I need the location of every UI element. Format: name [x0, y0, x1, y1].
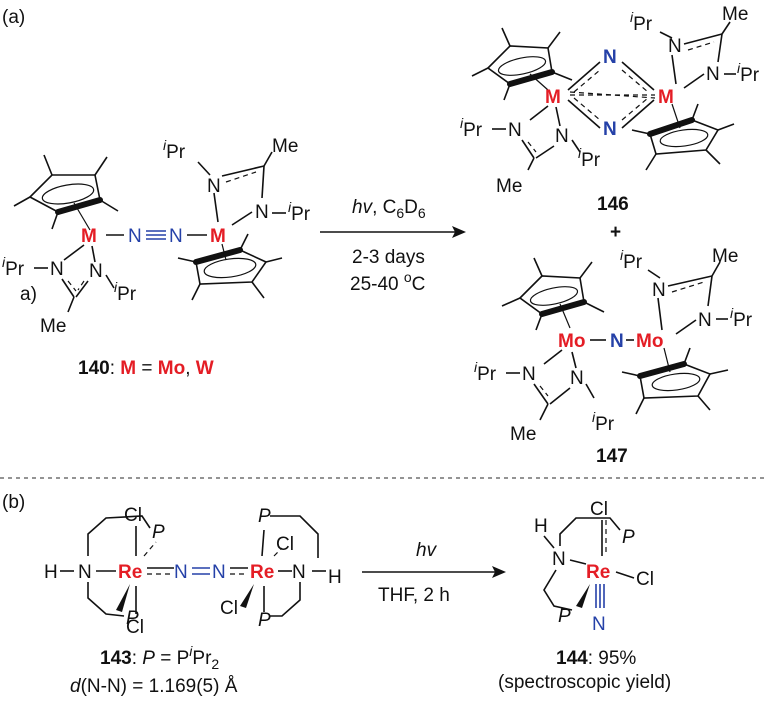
ipr-label: iPr [592, 409, 615, 435]
arrow-a-conditions-temp: 25-40 oC [350, 269, 425, 295]
amidinate-left: iPr N N Me iPr a) [2, 244, 137, 337]
dinitrogen-N2: N [212, 562, 226, 583]
amidinate-right: iPr N Me N iPr [163, 136, 311, 226]
metal-M-right: M [658, 87, 674, 108]
reactant-140: M N N M iPr N N Me iPr a) [2, 136, 311, 379]
chloride-top-right: Cl [276, 534, 294, 555]
phosphine-P: P [558, 606, 571, 627]
arrow-a-conditions-top: hv, C6D6 [352, 197, 426, 221]
arrow-a-conditions-time: 2-3 days [352, 247, 425, 268]
amidinate-N: N [706, 64, 720, 85]
chloride-top: Cl [590, 499, 608, 520]
metal-M-left: M [545, 87, 561, 108]
nitrogen-2: N [169, 226, 183, 247]
bridging-N-top: N [603, 47, 617, 68]
methyl-label: Me [272, 136, 298, 157]
rhenium-left: Re [118, 562, 142, 583]
amidinate-N: N [570, 368, 584, 389]
metal-Mo-right: Mo [636, 331, 663, 352]
ipr-label: iPr [114, 279, 137, 305]
methyl-label: Me [712, 246, 738, 267]
rhenium-right: Re [250, 562, 274, 583]
cp-star-ring-left [13, 154, 119, 231]
methyl-label: Me [496, 176, 522, 197]
amidinate-N: N [508, 120, 522, 141]
ipr-label: iPr [474, 359, 497, 385]
ipr-label: iPr [730, 305, 753, 331]
ipr-label: iPr [630, 9, 653, 35]
amidinate-N: N [522, 364, 536, 385]
ipr-label: iPr [578, 145, 601, 171]
rhenium-center: Re [586, 562, 610, 583]
chloride-bottom-left: Cl [126, 617, 144, 638]
nitride-N: N [592, 614, 606, 635]
phosphine-P: P [622, 527, 635, 548]
amidinate-N-right: N [89, 261, 103, 282]
arrow-b-conditions-bottom: THF, 2 h [378, 585, 450, 606]
reactant-143: Cl P H N Re P Cl N N Re P Cl N H P [44, 505, 342, 697]
ipr-label: iPr [460, 115, 483, 141]
nitrogen-1: N [128, 226, 142, 247]
amine-N: N [552, 549, 566, 570]
methyl-label: Me [40, 316, 66, 337]
bond-length-label: d(N-N) = 1.169(5) Å [70, 676, 238, 697]
amidinate-N: N [668, 36, 682, 57]
amidinate-N-top: N [207, 176, 221, 197]
caption-140: 140: M = Mo, W [78, 358, 214, 379]
amidinate-N: N [652, 280, 666, 301]
arrow-b-conditions-top: hv [416, 540, 438, 561]
chloride-right: Cl [636, 569, 654, 590]
reaction-arrow-a: hv, C6D6 2-3 days 25-40 oC [320, 197, 466, 295]
amine-H: H [534, 516, 548, 537]
chloride-top-left: Cl [124, 505, 142, 526]
yield-note: (spectroscopic yield) [498, 672, 671, 693]
amine-N: N [292, 562, 306, 583]
product-146: M M N N iPr N Me N iPr iPr N N [460, 4, 760, 215]
phosphine-P: P [152, 522, 165, 543]
bridging-N-bottom: N [603, 119, 617, 140]
ipr-label: iPr [163, 137, 186, 163]
reaction-arrow-b: hv THF, 2 h [362, 540, 506, 606]
phosphine-P: P [258, 610, 271, 631]
phosphine-P: P [258, 506, 271, 527]
methyl-label: Me [510, 424, 536, 445]
amidinate-N-left: N [50, 259, 64, 280]
metal-Mo-left: Mo [558, 331, 585, 352]
caption-143: 143: P = PiPr2 [100, 643, 219, 672]
panel-b-label: (b) [2, 492, 25, 513]
ipr-label: iPr [620, 247, 643, 273]
product-144: Cl P H N Re Cl P N 144: 95% (spectroscop… [498, 499, 671, 693]
dinitrogen-N1: N [174, 562, 188, 583]
ipr-label: iPr [2, 254, 25, 280]
plus-sign: + [610, 222, 621, 243]
metal-M-right: M [210, 226, 226, 247]
ipr-label: iPr [737, 60, 760, 86]
stray-label-a: a) [20, 284, 37, 305]
amine-H: H [328, 567, 342, 588]
compound-id-146: 146 [597, 194, 629, 215]
chloride-bottom-right: Cl [220, 598, 238, 619]
panel-a-label: (a) [2, 7, 25, 28]
amine-H: H [44, 562, 58, 583]
bridging-N: N [610, 331, 624, 352]
amidinate-N: N [698, 310, 712, 331]
compound-id-147: 147 [596, 446, 628, 467]
amine-N: N [78, 562, 92, 583]
methyl-label: Me [722, 4, 748, 25]
amidinate-N-bottom: N [255, 202, 269, 223]
product-147: Mo N Mo iPr N Me N iPr iPr N N Me iPr [474, 246, 753, 467]
caption-144: 144: 95% [556, 648, 636, 669]
cp-star-ring-right [177, 233, 283, 301]
metal-M-left: M [81, 226, 97, 247]
amidinate-N: N [555, 126, 569, 147]
ipr-label: iPr [288, 199, 311, 225]
